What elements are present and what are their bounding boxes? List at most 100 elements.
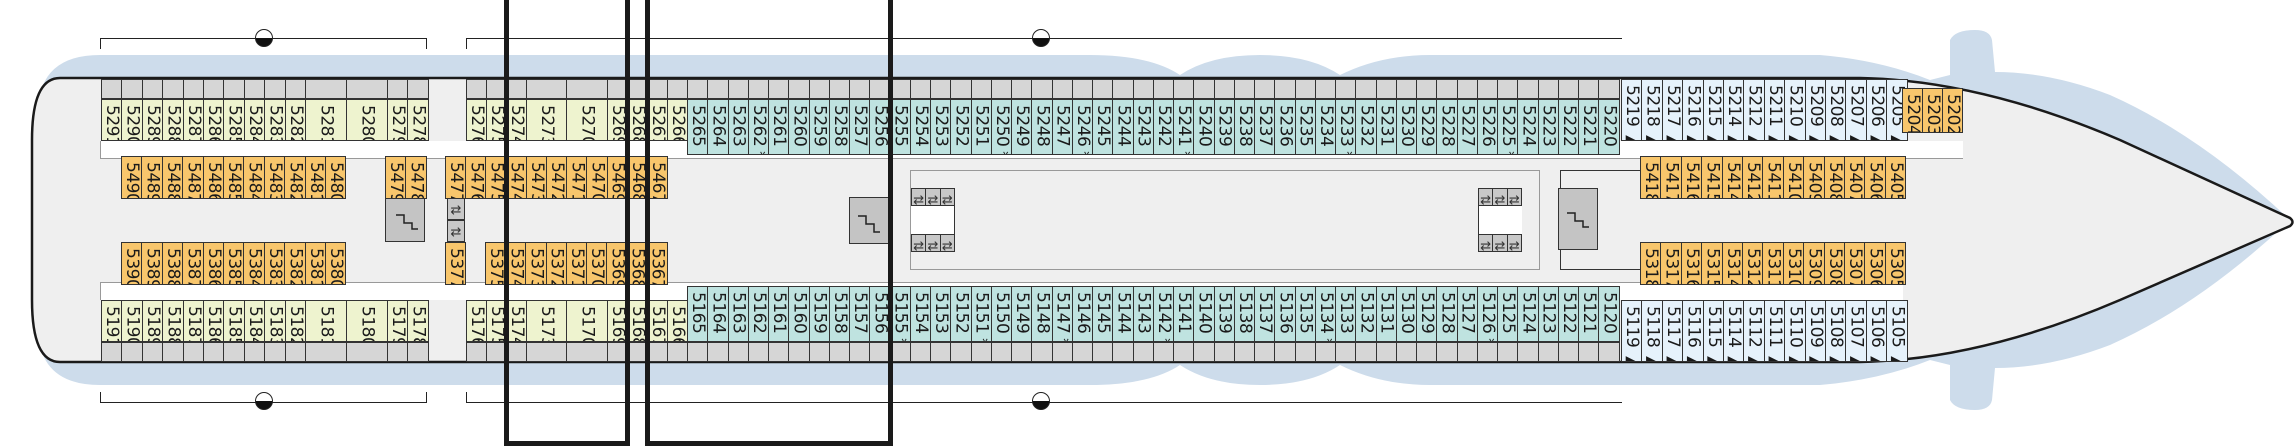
cabin[interactable]: 5264 ▶⊟ (707, 99, 729, 155)
cabin[interactable]: 5488 (161, 156, 184, 199)
cabin[interactable]: 5267 (647, 99, 668, 141)
cabin[interactable]: 5261 ▶⊟ (768, 99, 790, 155)
cabin[interactable]: 5273 ♿▶ (526, 99, 567, 141)
cabin[interactable]: 5278 (407, 99, 429, 141)
cabin[interactable]: 5306 (1864, 242, 1886, 285)
cabin[interactable]: 5259 ▶V (808, 99, 830, 155)
cabin[interactable]: 5482* (284, 156, 306, 199)
cabin[interactable]: 5209 ▶ (1804, 79, 1826, 141)
cabin[interactable]: 5124 ▶⊟ (1517, 286, 1539, 342)
cabin[interactable]: 5390 (121, 242, 143, 285)
cabin[interactable]: 5287 (182, 99, 204, 141)
cabin[interactable]: 5183 (264, 300, 286, 342)
cabin[interactable]: 5202 (1942, 88, 1963, 133)
cabin[interactable]: 5123 ▶⊟ (1537, 286, 1559, 342)
cabin[interactable]: 5260 ▶⊟ (788, 99, 810, 155)
cabin[interactable]: 5372 (545, 242, 567, 285)
cabin[interactable]: 5406 (1864, 156, 1886, 199)
cabin[interactable]: 5176 (466, 300, 487, 342)
cabin[interactable]: 5274 (506, 99, 527, 141)
cabin[interactable]: 5380 (325, 242, 347, 285)
cabin[interactable]: 5234 ▶V (1314, 99, 1336, 155)
cabin[interactable]: 5120 ▶V (1598, 286, 1620, 342)
cabin[interactable]: 5489 (141, 156, 163, 199)
cabin[interactable]: 5152 ▶V (950, 286, 972, 342)
cabin[interactable]: 5375* (485, 242, 507, 285)
cabin[interactable]: 5149 ▶⊟ (1011, 286, 1033, 342)
cabin[interactable]: 5230 ▶V (1395, 99, 1417, 155)
cabin[interactable]: 5141 ▶V (1173, 286, 1195, 342)
cabin[interactable]: 5126 *V (1476, 286, 1498, 342)
cabin[interactable]: 5247 ▶V (1051, 99, 1073, 155)
cabin[interactable]: 5290 (121, 99, 143, 141)
cabin[interactable]: 5221 ▶V (1578, 99, 1600, 155)
cabin[interactable]: 5117 ▶⊟ (1661, 300, 1684, 362)
cabin[interactable]: 5159 ▶V (808, 286, 830, 342)
cabin[interactable]: 5219 ▶ (1621, 79, 1643, 141)
cabin[interactable]: 5308 (1823, 242, 1845, 285)
cabin[interactable]: 5154 ▶V (909, 286, 931, 342)
cabin[interactable]: 5150 ▶V (990, 286, 1012, 342)
cabin[interactable]: 5169 (607, 300, 628, 342)
cabin[interactable]: 5168 (627, 300, 648, 342)
cabin[interactable]: 5137 ▶V (1254, 286, 1276, 342)
cabin[interactable]: 5210 ▶ (1784, 79, 1806, 141)
cabin[interactable]: 5317* (1660, 242, 1682, 285)
cabin[interactable]: 5476 (465, 156, 487, 199)
cabin[interactable]: 5145 ▶⊟ (1092, 286, 1114, 342)
cabin[interactable]: 5288 (162, 99, 184, 141)
cabin[interactable]: 5135 ▶⊟ (1294, 286, 1316, 342)
cabin[interactable]: 5480 (325, 156, 347, 199)
cabin[interactable]: 5411 (1762, 156, 1784, 199)
cabin[interactable]: 5158 ▶V (828, 286, 850, 342)
cabin[interactable]: 5223 ▶⊟ (1537, 99, 1559, 155)
cabin[interactable]: 5231 ▶⊟ (1375, 99, 1397, 155)
cabin[interactable]: 5191 (101, 300, 123, 342)
cabin[interactable]: 5384 (243, 242, 265, 285)
cabin[interactable]: 5417* (1660, 156, 1682, 199)
cabin[interactable]: 5107 ▶⊟ (1845, 300, 1867, 362)
cabin[interactable]: 5484 (243, 156, 265, 199)
cabin[interactable]: 5229 ▶V (1416, 99, 1438, 155)
cabin[interactable]: 5471 (566, 156, 588, 199)
cabin[interactable]: 5312* (1742, 242, 1764, 285)
cabin[interactable]: 5218 ▶ (1641, 79, 1663, 141)
cabin[interactable]: 5409 (1803, 156, 1825, 199)
cabin[interactable]: 5148 ▶⊟ (1031, 286, 1053, 342)
cabin[interactable]: 5131 ▶⊟ (1375, 286, 1397, 342)
cabin[interactable]: 5134 *V (1314, 286, 1336, 342)
cabin[interactable]: 5486 (202, 156, 224, 199)
cabin[interactable]: 5283 (264, 99, 286, 141)
cabin[interactable]: 5310 (1782, 242, 1805, 285)
cabin[interactable]: 5116 ▶⊟ (1682, 300, 1704, 362)
cabin[interactable]: 5469 (606, 156, 628, 199)
cabin[interactable]: 5170 ♿▶ (566, 300, 608, 342)
cabin[interactable]: 5121 ▶V (1578, 286, 1600, 342)
cabin[interactable]: 5244 ▶⊟ (1112, 99, 1134, 155)
cabin[interactable]: 5187 (182, 300, 204, 342)
cabin[interactable]: 5269 (607, 99, 628, 141)
cabin[interactable]: 5414* (1721, 156, 1743, 199)
cabin[interactable]: 5415* (1701, 156, 1723, 199)
cabin[interactable]: 5228 ▶⊟ (1436, 99, 1458, 155)
cabin[interactable]: 5315* (1701, 242, 1723, 285)
cabin[interactable]: 5147 *V (1051, 286, 1073, 342)
cabin[interactable]: 5240 ▶V (1193, 99, 1215, 155)
cabin[interactable]: 5119 ▶ (1621, 300, 1643, 362)
cabin[interactable]: 5254 ▶V (909, 99, 931, 155)
cabin[interactable]: 5371 (565, 242, 587, 285)
cabin[interactable]: 5383* (263, 242, 286, 285)
cabin[interactable]: 5265 ▶⊟ (687, 99, 709, 155)
cabin[interactable]: 5190 (121, 300, 143, 342)
cabin[interactable]: 5106 ▶ (1865, 300, 1888, 362)
cabin[interactable]: 5181 ♿* (305, 300, 347, 342)
cabin[interactable]: 5416* (1680, 156, 1703, 199)
cabin[interactable]: 5387 (182, 242, 204, 285)
cabin[interactable]: 5239 ▶V (1213, 99, 1235, 155)
cabin[interactable]: 5314* (1721, 242, 1743, 285)
cabin[interactable]: 5285 (223, 99, 245, 141)
cabin[interactable]: 5143 ▶⊟ (1132, 286, 1154, 342)
cabin[interactable]: 5389 (141, 242, 163, 285)
cabin[interactable]: 5115 ▶ (1702, 300, 1724, 362)
cabin[interactable]: 5166 (667, 300, 688, 342)
